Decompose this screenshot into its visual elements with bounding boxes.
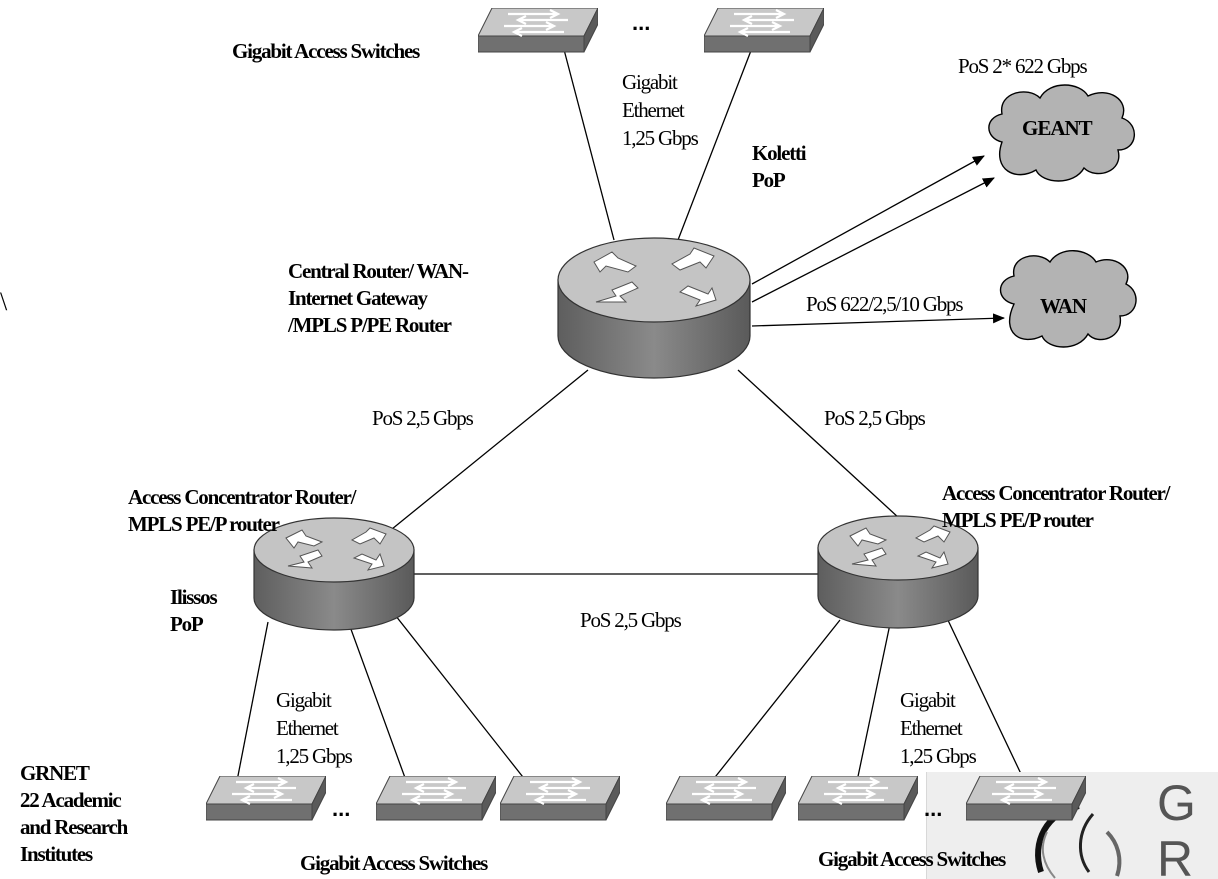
label-line: PoP (752, 168, 786, 192)
switch-icon-bottom-5 (798, 776, 918, 822)
label-line: and Research (20, 815, 128, 839)
label-line: MPLS PE/P router (128, 512, 280, 536)
label-line: Koletti (752, 141, 807, 165)
label-line: Access Concentrator Router/ (942, 481, 1171, 505)
label-line: Gigabit (622, 70, 678, 94)
wan-cloud (999, 250, 1137, 348)
label-line: Institutes (20, 842, 93, 866)
link-central-ilissos (375, 369, 589, 543)
label-line: 1,25 Gbps (900, 744, 977, 768)
arrow-to-geant-2 (751, 177, 995, 303)
label-gigabit-access-bottom-right: Gigabit Access Switches (818, 847, 1006, 871)
label-line: Gigabit (900, 688, 956, 712)
label-gig-eth-top: Gigabit Ethernet 1,25 Gbps (622, 68, 699, 152)
label-line: /MPLS P/PE Router (288, 313, 452, 337)
right-concentrator-router-icon (817, 515, 979, 629)
label-line: Ethernet (276, 716, 339, 740)
label-line: Ethernet (622, 98, 685, 122)
ilissos-router-icon (253, 517, 415, 631)
link-top-switch-left (561, 41, 615, 241)
logo-letter-g: G (1157, 775, 1196, 831)
label-line: Internet Gateway (288, 286, 428, 310)
label-line: PoP (170, 612, 204, 636)
label-gigabit-access-top: Gigabit Access Switches (232, 39, 420, 63)
wan-label: WAN (1040, 294, 1087, 318)
label-grnet: GRNET 22 Academic and Research Institute… (20, 760, 128, 868)
label-pos-right: PoS 2,5 Gbps (824, 406, 926, 430)
switch-icon-bottom-1 (206, 776, 326, 822)
label-pos-bottom: PoS 2,5 Gbps (580, 608, 682, 632)
link-ilissos-sw1 (235, 621, 269, 787)
central-router-icon (557, 237, 751, 379)
link-right-sw2 (855, 623, 891, 787)
dots-bottom-left: ... (332, 796, 351, 821)
label-gig-eth-left: Gigabit Ethernet 1,25 Gbps (276, 686, 353, 770)
label-line: Gigabit (276, 688, 332, 712)
label-line: Ethernet (900, 716, 963, 740)
link-ilissos-sw3 (387, 605, 531, 787)
label-gigabit-access-bottom-left: Gigabit Access Switches (300, 851, 488, 875)
label-access-left: Access Concentrator Router/ MPLS PE/P ro… (128, 484, 357, 538)
label-central-router: Central Router/ WAN- Internet Gateway /M… (288, 258, 469, 339)
geant-cloud (988, 84, 1136, 182)
switch-icon-bottom-3 (500, 776, 620, 822)
label-line: 1,25 Gbps (276, 744, 353, 768)
label-access-right: Access Concentrator Router/ MPLS PE/P ro… (942, 480, 1171, 534)
label-line: MPLS PE/P router (942, 508, 1094, 532)
dots-top: ... (632, 10, 651, 35)
links (235, 41, 1023, 787)
link-right-sw3 (945, 615, 1023, 777)
label-line: Access Concentrator Router/ (128, 485, 357, 509)
link-right-sw1 (707, 619, 841, 787)
label-gig-eth-right: Gigabit Ethernet 1,25 Gbps (900, 686, 977, 770)
edge-mark: \ (0, 287, 7, 316)
switch-icon-bottom-4 (666, 776, 786, 822)
link-central-right-concentrator (737, 369, 913, 531)
label-ilissos-pop: Ilissos PoP (170, 584, 218, 638)
link-top-switch-right (677, 47, 753, 241)
label-koletti-pop: Koletti PoP (752, 140, 807, 194)
label-pos-wan: PoS 622/2,5/10 Gbps (806, 292, 964, 316)
switch-icon-bottom-6 (966, 776, 1086, 822)
switch-icon-top-2 (704, 8, 824, 54)
geant-label: GEANT (1022, 116, 1093, 140)
dots-bottom-right: ... (924, 796, 943, 821)
arrow-to-wan (751, 313, 1005, 327)
label-line: GRNET (20, 761, 90, 785)
label-pos-left: PoS 2,5 Gbps (372, 406, 474, 430)
logo-letter-r: R (1157, 831, 1194, 879)
label-line: 22 Academic (20, 788, 122, 812)
link-ilissos-sw2 (343, 609, 409, 787)
arrow-to-geant-1 (751, 155, 985, 285)
label-pos-geant: PoS 2* 622 Gbps (958, 54, 1088, 78)
label-line: Ilissos (170, 585, 218, 609)
label-line: Central Router/ WAN- (288, 259, 469, 283)
switch-icon-top-1 (478, 8, 598, 54)
switch-icon-bottom-2 (376, 776, 496, 822)
label-line: 1,25 Gbps (622, 126, 699, 150)
